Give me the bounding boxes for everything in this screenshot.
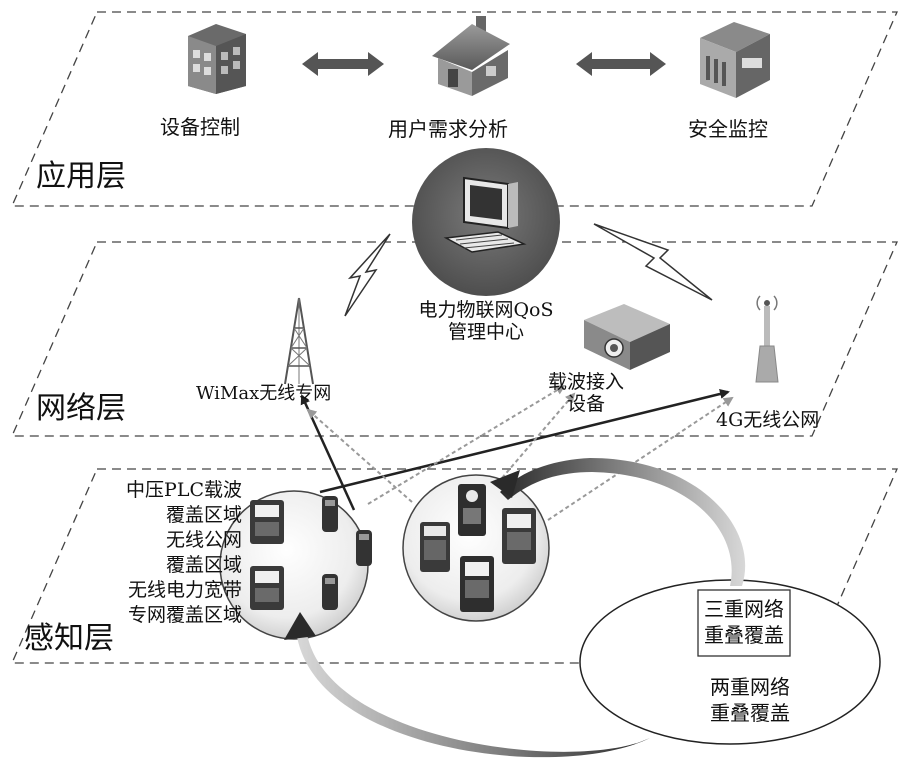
double-overlap-label: 两重网络 重叠覆盖 [690, 674, 810, 726]
carrier-device-icon [584, 304, 670, 370]
network-layer-label: 网络层 [36, 391, 126, 426]
qos-center-line1: 电力物联网QoS [418, 299, 554, 321]
meter-icon [460, 556, 494, 612]
triple-overlap-box [697, 589, 791, 657]
coverage-line: 无线公网 [165, 529, 242, 551]
overlap-ellipse [579, 579, 881, 745]
meter-icon [250, 566, 284, 610]
triple-line2: 重叠覆盖 [704, 623, 784, 647]
sensor-icon [322, 574, 338, 610]
meter-icon [458, 484, 486, 536]
sensor-icon [322, 496, 338, 532]
coverage-line: 覆盖区域 [165, 504, 242, 526]
lightning-bolt-right [593, 223, 713, 301]
swoosh-arrow-bottom [296, 628, 650, 758]
carrier-line2: 设备 [566, 392, 605, 415]
coverage-line: 无线电力宽带 [127, 579, 242, 601]
house-icon [432, 16, 510, 96]
lightning-bolt-left [344, 233, 391, 317]
computer-icon [443, 176, 527, 253]
coverage-line: 中压PLC载波 [126, 479, 242, 501]
double-line2: 重叠覆盖 [710, 701, 790, 725]
wimax-label: WiMax无线专网 [196, 383, 332, 404]
carrier-line1: 载波接入 [547, 371, 624, 393]
coverage-line: 专网覆盖区域 [127, 604, 242, 626]
security-monitor-label: 安全监控 [688, 117, 768, 141]
coverage-circle-left [219, 490, 369, 640]
meter-icon [420, 522, 450, 572]
swoosh-arrowhead-bottom [284, 612, 316, 640]
coverage-line: 覆盖区域 [165, 554, 242, 576]
4g-label: 4G无线公网 [716, 409, 820, 431]
link-left-to-4g [319, 389, 730, 494]
carrier-device-label: 载波接入 设备 [536, 371, 636, 416]
link-right-to-wimax [306, 408, 413, 503]
triple-line1: 三重网络 [704, 597, 784, 621]
meter-icon [250, 500, 284, 544]
double-arrow-left [302, 52, 384, 76]
meter-icon [502, 508, 536, 564]
building-icon [188, 24, 246, 94]
double-arrow-right [576, 52, 666, 76]
4g-antenna-icon [755, 295, 779, 383]
bank-icon [700, 22, 770, 98]
application-layer-label: 应用层 [36, 159, 126, 194]
wimax-tower-icon [284, 297, 314, 385]
double-line1: 两重网络 [710, 675, 790, 699]
qos-center-label: 电力物联网QoS 管理中心 [396, 299, 576, 344]
swoosh-arrow-top [500, 458, 746, 586]
link-right-to-4g [547, 396, 734, 521]
coverage-legend: 中压PLC载波 覆盖区域 无线公网 覆盖区域 无线电力宽带 专网覆盖区域 [72, 478, 242, 628]
sensor-icon [356, 530, 372, 566]
application-layer-plane [11, 11, 898, 207]
qos-center-line2: 管理中心 [447, 320, 524, 343]
link-left-to-carrier [367, 384, 566, 505]
device-control-label: 设备控制 [160, 115, 240, 139]
swoosh-arrowhead-top [490, 470, 520, 498]
link-right-to-carrier [501, 392, 576, 479]
demand-analysis-label: 用户需求分析 [388, 117, 508, 141]
triple-overlap-label: 三重网络 重叠覆盖 [694, 596, 794, 648]
perception-layer-label: 感知层 [24, 621, 114, 656]
